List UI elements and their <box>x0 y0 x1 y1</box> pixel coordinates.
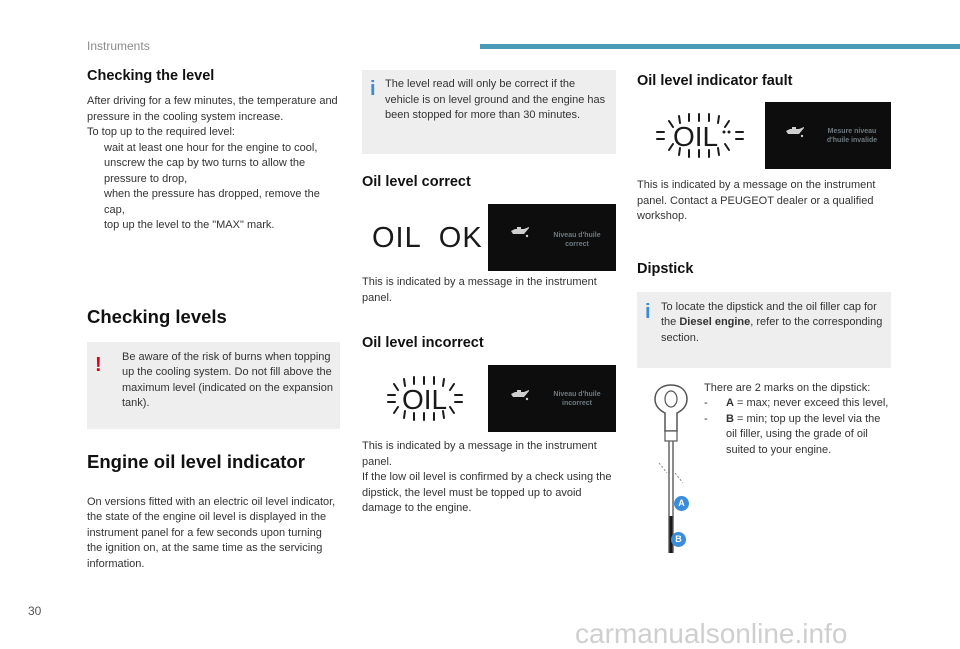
warning-icon: ! <box>95 353 102 376</box>
oil-fault-text: This is indicated by a message on the in… <box>637 179 876 222</box>
dipstick-marks: There are 2 marks on the dipstick: - A =… <box>704 381 891 459</box>
oil-incorrect-title: Oil level incorrect <box>362 335 484 351</box>
list-item: top up the level to the "MAX" mark. <box>104 219 275 231</box>
info-icon: i <box>370 78 376 100</box>
oil-ok-lamp: OIL OK <box>362 204 488 271</box>
mark-b-badge: B <box>671 531 686 547</box>
checking-levels-title: Checking levels <box>87 305 227 327</box>
oil-correct-text: This is indicated by a message in the in… <box>362 276 597 304</box>
oil-incorrect-display: OIL Niveau d'huile incorrect <box>362 365 616 432</box>
list-item: when the pressure has dropped, remove th… <box>104 188 320 216</box>
info-note: i The level read will only be correct if… <box>362 70 616 154</box>
oil-ok-text: OIL OK <box>372 222 483 254</box>
dipstick-illustration <box>654 383 688 553</box>
cluster-screen: Niveau d'huile correct <box>488 204 616 271</box>
dipstick-info-note: i To locate the dipstick and the oil fil… <box>637 291 891 368</box>
oil-indicator-text: On versions fitted with an electric oil … <box>87 495 336 570</box>
oil-fault-text: OIL <box>673 121 719 152</box>
cluster-screen: Mesure niveau d'huile invalide <box>765 102 891 169</box>
oil-correct-title: Oil level correct <box>362 174 471 190</box>
watermark: carmanualsonline.info <box>575 618 848 649</box>
checking-level-title: Checking the level <box>87 68 215 84</box>
oil-can-icon <box>510 226 530 241</box>
dipstick-info-text: To locate the dipstick and the oil fille… <box>661 300 883 344</box>
oil-incorrect-text-2: If the low oil level is confirmed by a c… <box>362 471 612 514</box>
checking-level-lead: To top up to the required level: <box>87 126 235 138</box>
section-header-label: Instruments <box>87 39 150 53</box>
oil-incorrect-lamp: OIL <box>362 365 488 432</box>
oil-indicator-title: Engine oil level indicator <box>87 450 305 472</box>
list-item: wait at least one hour for the engine to… <box>104 141 318 154</box>
screen-caption: Niveau d'huile incorrect <box>553 391 601 407</box>
dipstick-title: Dipstick <box>637 260 694 277</box>
oil-ok-display: OIL OK Niveau d'huile correct <box>362 204 616 271</box>
list-item: unscrew the cap by two turns to allow th… <box>104 157 306 185</box>
page-number: 30 <box>28 604 42 618</box>
info-text: The level read will only be correct if t… <box>385 78 606 121</box>
screen-caption: Niveau d'huile correct <box>553 232 601 248</box>
dipstick-section: A B There are 2 marks on the dipstick: -… <box>637 381 891 563</box>
warning-note: ! Be aware of the risk of burns when top… <box>87 341 340 429</box>
oil-can-icon <box>785 126 805 141</box>
screen-caption: Mesure niveau d'huile invalide <box>826 128 878 144</box>
oil-fault-display: OIL Mesure niveau d'huile invalide <box>637 102 891 169</box>
oil-fault-lamp: OIL <box>637 102 765 169</box>
list-item: - A = max; never exceed this level, <box>704 397 889 409</box>
list-item: - B = min; top up the level via the oil … <box>704 412 881 456</box>
oil-incorrect-text-1: This is indicated by a message in the in… <box>362 440 597 468</box>
oil-fault-title: Oil level indicator fault <box>637 73 793 89</box>
checking-level-intro: After driving for a few minutes, the tem… <box>87 95 338 123</box>
column-left: Checking the level After driving for a f… <box>87 68 340 572</box>
column-middle: i The level read will only be correct if… <box>362 70 616 517</box>
oil-incorrect-text: OIL <box>402 384 448 415</box>
column-right: Oil level indicator fault OIL Mesure niv… <box>637 70 891 563</box>
checking-level-bullets: wait at least one hour for the engine to… <box>87 141 340 234</box>
flashing-rays-icon <box>656 113 744 158</box>
dipstick-marks-intro: There are 2 marks on the dipstick: <box>704 381 871 394</box>
mark-a-badge: A <box>674 495 689 511</box>
flashing-rays-icon <box>387 376 463 421</box>
warning-text: Be aware of the risk of burns when toppi… <box>122 350 333 410</box>
info-icon: i <box>645 300 651 323</box>
oil-can-icon <box>510 389 530 404</box>
cluster-screen: Niveau d'huile incorrect <box>488 365 616 432</box>
section-header-bar <box>480 44 960 49</box>
